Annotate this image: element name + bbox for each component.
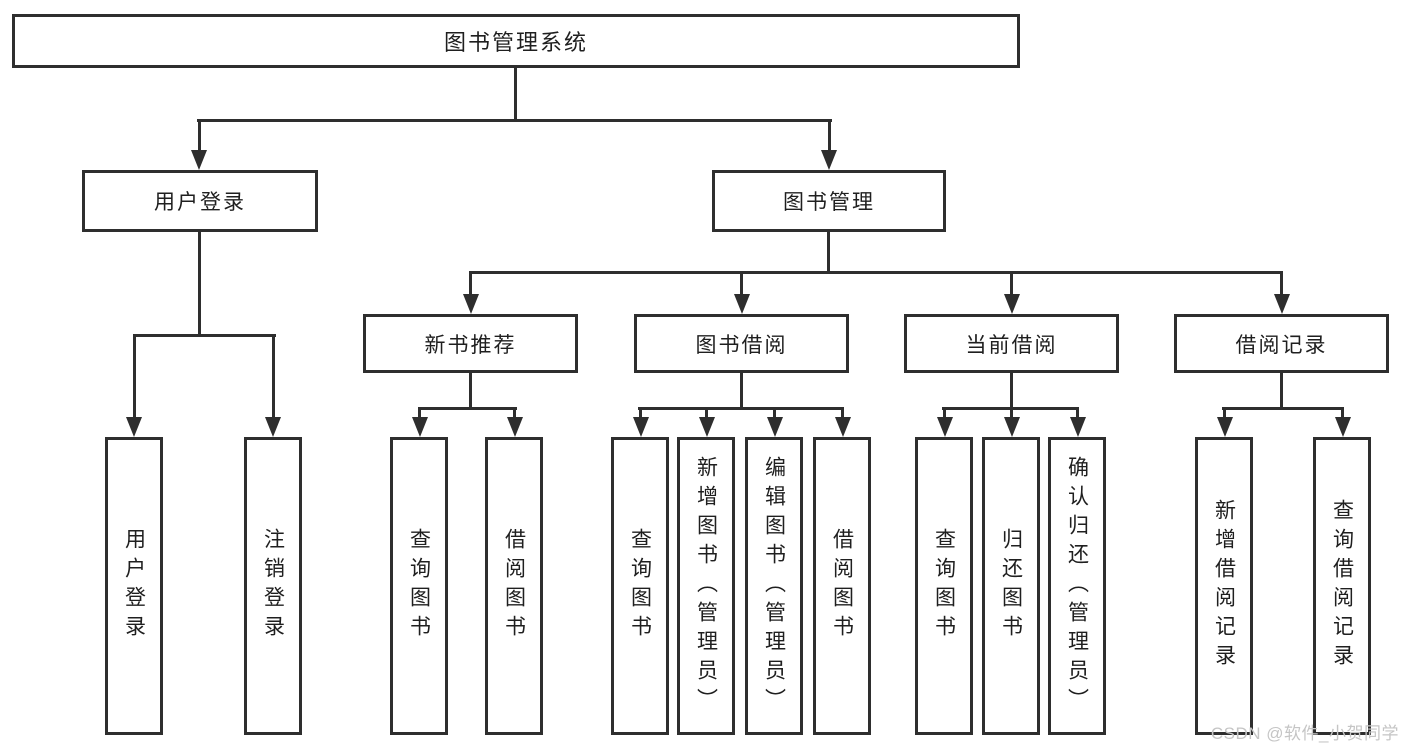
connector-group-bar [638,407,844,410]
connector-drop [639,407,642,421]
node-book-management: 图书管理 [712,170,946,232]
connector-drop [841,407,844,421]
connector-level3-bar [469,271,1283,274]
arrowhead-icon [1004,417,1020,437]
arrowhead-icon [507,417,523,437]
arrowhead-icon [633,417,649,437]
arrowhead-icon [191,150,207,170]
leaf-edit-books-admin-label: 编辑图书（管理员） [762,455,786,717]
connector-group-stem [740,373,743,409]
connector-drop [1076,407,1079,421]
connector-drop [1010,407,1013,421]
leaf-return-books: 归还图书 [982,437,1040,735]
arrowhead-icon [1274,294,1290,314]
arrowhead-icon [463,294,479,314]
leaf-add-borrow-record: 新增借阅记录 [1195,437,1253,735]
node-borrow-records: 借阅记录 [1174,314,1389,373]
arrowhead-icon [412,417,428,437]
node-borrow-records-label: 借阅记录 [1235,333,1328,357]
node-root-label: 图书管理系统 [443,30,588,55]
connector-group-bar [1222,407,1344,410]
arrowhead-icon [126,417,142,437]
leaf-logout: 注销登录 [244,437,302,735]
leaf-query-books-borrow: 查询图书 [611,437,669,735]
connector-user-login-stem [198,232,201,336]
csdn-watermark: CSDN @软件_小贺同学 [1210,724,1399,743]
connector-root-stem [514,68,517,121]
leaf-return-books-label: 归还图书 [999,528,1023,644]
node-user-login: 用户登录 [82,170,318,232]
leaf-edit-books-admin: 编辑图书（管理员） [745,437,803,735]
connector-drop [740,271,743,299]
connector-group-stem [1010,373,1013,409]
connector-drop [773,407,776,421]
leaf-add-books-admin-label: 新增图书（管理员） [694,455,718,717]
arrowhead-icon [1004,294,1020,314]
leaf-borrow-books-recommend-label: 借阅图书 [502,528,526,644]
connector-group-stem [469,373,472,409]
connector-drop [272,334,275,422]
connector-drop [198,119,201,155]
node-user-login-label: 用户登录 [154,191,246,214]
leaf-logout-label: 注销登录 [261,528,285,644]
arrowhead-icon [835,417,851,437]
leaf-user-login-label: 用户登录 [122,528,146,644]
arrowhead-icon [821,150,837,170]
connector-drop [1280,271,1283,299]
node-book-management-label: 图书管理 [783,191,875,214]
node-current-borrow: 当前借阅 [904,314,1119,373]
leaf-query-books-borrow-label: 查询图书 [628,528,652,644]
connector-drop [1010,271,1013,299]
connector-group-bar [418,407,517,410]
leaf-add-borrow-record-label: 新增借阅记录 [1212,499,1236,673]
leaf-query-borrow-record: 查询借阅记录 [1313,437,1371,735]
connector-drop [705,407,708,421]
leaf-borrow-books-recommend: 借阅图书 [485,437,543,735]
node-current-borrow-label: 当前借阅 [965,333,1058,357]
connector-drop [133,334,136,422]
connector-user-login-bar [133,334,276,337]
arrowhead-icon [767,417,783,437]
leaf-query-books-recommend-label: 查询图书 [407,528,431,644]
node-root: 图书管理系统 [12,14,1020,68]
connector-drop [1341,407,1344,421]
connector-book-mgmt-stem [827,232,830,273]
leaf-confirm-return-admin-label: 确认归还（管理员） [1065,455,1089,717]
connector-drop [513,407,516,421]
node-book-borrow: 图书借阅 [634,314,849,373]
connector-drop [418,407,421,421]
leaf-query-books-recommend: 查询图书 [390,437,448,735]
arrowhead-icon [265,417,281,437]
leaf-query-borrow-record-label: 查询借阅记录 [1330,499,1354,673]
leaf-add-books-admin: 新增图书（管理员） [677,437,735,735]
arrowhead-icon [937,417,953,437]
connector-drop [943,407,946,421]
leaf-confirm-return-admin: 确认归还（管理员） [1048,437,1106,735]
node-book-borrow-label: 图书借阅 [695,333,788,357]
connector-level2-bar [197,119,832,122]
leaf-borrow-books: 借阅图书 [813,437,871,735]
leaf-user-login: 用户登录 [105,437,163,735]
arrowhead-icon [1335,417,1351,437]
leaf-query-books-current: 查询图书 [915,437,973,735]
arrowhead-icon [1070,417,1086,437]
connector-drop [1223,407,1226,421]
leaf-query-books-current-label: 查询图书 [932,528,956,644]
node-new-book-recommend-label: 新书推荐 [424,333,517,357]
arrowhead-icon [734,294,750,314]
connector-drop [469,271,472,299]
node-new-book-recommend: 新书推荐 [363,314,578,373]
arrowhead-icon [1217,417,1233,437]
arrowhead-icon [699,417,715,437]
leaf-borrow-books-label: 借阅图书 [830,528,854,644]
connector-drop [828,119,831,155]
connector-group-stem [1280,373,1283,409]
